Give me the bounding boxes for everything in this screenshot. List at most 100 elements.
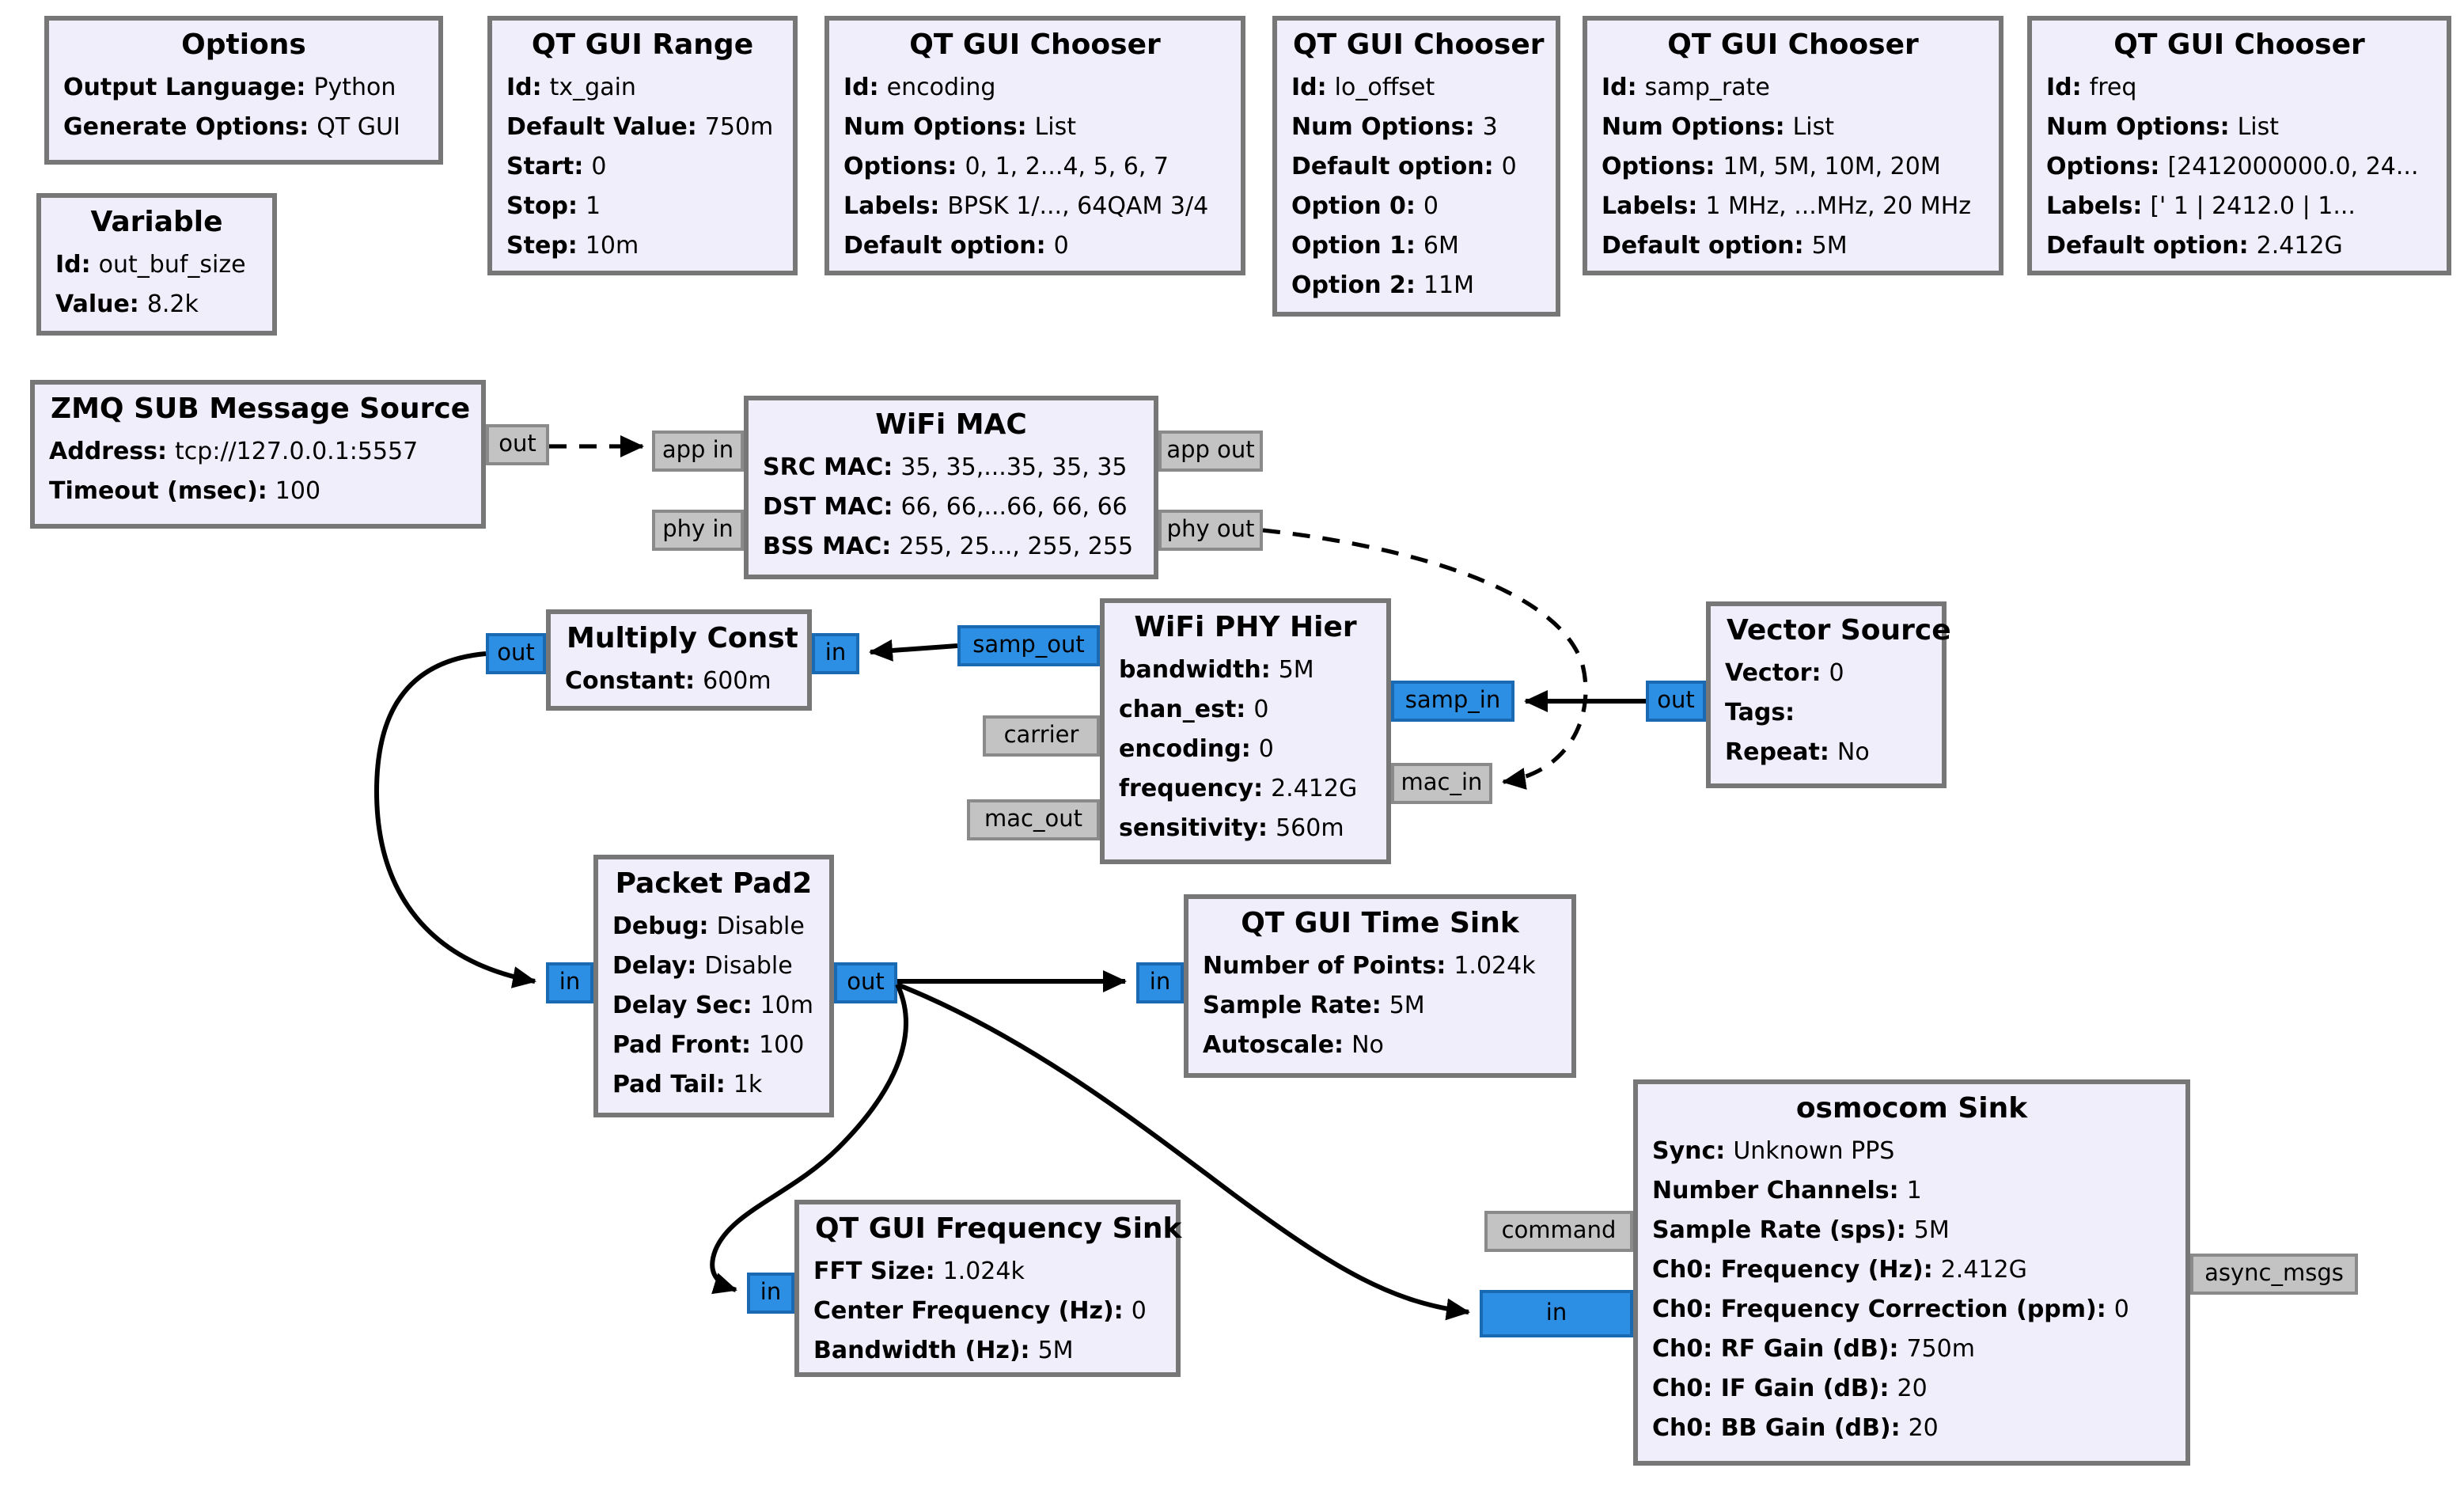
port-packet-pad2-out[interactable]: out [834,962,897,1003]
param: Debug:Disable [612,912,805,940]
connection-multiply-const-out-to-packet-pad2-in[interactable] [373,651,536,988]
param: Stop:1 [506,192,601,220]
param: Default option:0 [1291,152,1517,180]
port-packet-pad2-in[interactable]: in [546,962,593,1003]
block-zmq-sub-message-source[interactable]: ZMQ SUB Message Source Address:tcp://127… [30,380,486,529]
block-qt-gui-chooser-samp-rate[interactable]: QT GUI Chooser Id:samp_rate Num Options:… [1583,16,2003,275]
param: Option 1:6M [1291,231,1459,260]
block-title: ZMQ SUB Message Source [51,393,471,426]
port-vector-source-out[interactable]: out [1646,681,1706,722]
param: sensitivity:560m [1119,814,1344,842]
block-title: QT GUI Frequency Sink [815,1212,1182,1246]
block-title: WiFi PHY Hier [1134,611,1357,644]
block-title: osmocom Sink [1795,1092,2028,1125]
connection-packet-pad2-out-to-freq-sink-in[interactable] [710,983,908,1295]
block-title: QT GUI Chooser [2113,28,2365,62]
param: Num Options:3 [1291,112,1498,141]
block-qt-gui-chooser-lo-offset[interactable]: QT GUI Chooser Id:lo_offset Num Options:… [1272,16,1560,317]
param: Pad Tail:1k [612,1070,763,1098]
param: Number Channels:1 [1652,1176,1922,1204]
block-wifi-mac[interactable]: WiFi MAC SRC MAC:35, 35,...35, 35, 35 DS… [744,396,1158,579]
param: FFT Size:1.024k [813,1257,1025,1285]
block-title: Multiply Const [567,622,798,655]
param: Sync:Unknown PPS [1652,1136,1895,1165]
param: Ch0: IF Gain (dB):20 [1652,1374,1928,1402]
block-qt-gui-frequency-sink[interactable]: QT GUI Frequency Sink FFT Size:1.024k Ce… [794,1200,1182,1377]
block-title: WiFi MAC [875,408,1027,442]
block-qt-gui-chooser-freq[interactable]: QT GUI Chooser Id:freq Num Options:List … [2027,16,2451,275]
port-time-sink-in[interactable]: in [1136,962,1184,1003]
block-variable[interactable]: Variable Id:out_buf_size Value:8.2k [36,193,277,336]
param: Pad Front:100 [612,1030,805,1059]
param: chan_est:0 [1119,695,1269,723]
port-multiply-const-out[interactable]: out [486,633,546,674]
port-wifi-mac-app-in[interactable]: app in [652,431,744,472]
param: encoding:0 [1119,734,1274,763]
param: Id:out_buf_size [55,250,246,279]
block-qt-gui-chooser-encoding[interactable]: QT GUI Chooser Id:encoding Num Options:L… [824,16,1245,275]
param: Sample Rate (sps):5M [1652,1216,1950,1244]
port-osmocom-async-msgs[interactable]: async_msgs [2190,1254,2358,1295]
param: Output Language:Python [63,73,396,101]
block-title: Packet Pad2 [615,867,813,901]
param: Default Value:750m [506,112,774,141]
block-title: QT GUI Chooser [1293,28,1545,62]
param: Id:freq [2046,73,2137,101]
param: Delay Sec:10m [612,991,813,1019]
block-multiply-const[interactable]: Multiply Const Constant:600m [546,609,812,711]
param: Generate Options:QT GUI [63,112,400,141]
param: Options:1M, 5M, 10M, 20M [1602,152,1941,180]
port-osmocom-in[interactable]: in [1480,1290,1633,1337]
port-wifi-phy-mac-out[interactable]: mac_out [967,799,1100,840]
param: Repeat:No [1725,738,1870,766]
port-wifi-phy-samp-in[interactable]: samp_in [1391,681,1514,722]
port-osmocom-command[interactable]: command [1484,1211,1633,1252]
param: Labels:1 MHz, ...MHz, 20 MHz [1602,192,1971,220]
block-title: Options [181,28,306,62]
param: frequency:2.412G [1119,774,1358,802]
block-title: QT GUI Time Sink [1241,907,1519,940]
port-freq-sink-in[interactable]: in [747,1273,794,1314]
param: Labels:[' 1 | 2412.0 | 1... [2046,192,2356,220]
block-qt-gui-range[interactable]: QT GUI Range Id:tx_gain Default Value:75… [487,16,798,275]
connection-wifi-phy-samp-out-to-multiply-const-in[interactable] [869,639,958,662]
block-wifi-phy-hier[interactable]: WiFi PHY Hier bandwidth:5M chan_est:0 en… [1100,598,1391,864]
param: Num Options:List [1602,112,1835,141]
param: Ch0: RF Gain (dB):750m [1652,1334,1975,1363]
param: Autoscale:No [1203,1030,1384,1059]
connection-wifi-mac-phy-out-to-wifi-phy-mac-in[interactable] [1262,528,1588,790]
param: Ch0: Frequency Correction (ppm):0 [1652,1295,2129,1323]
block-packet-pad2[interactable]: Packet Pad2 Debug:Disable Delay:Disable … [593,855,834,1117]
param: BSS MAC:255, 25..., 255, 255 [763,532,1134,560]
port-wifi-mac-app-out[interactable]: app out [1158,431,1263,472]
param: Num Options:List [843,112,1077,141]
port-wifi-phy-carrier[interactable]: carrier [983,715,1100,757]
block-title: QT GUI Chooser [1667,28,1919,62]
block-osmocom-sink[interactable]: osmocom Sink Sync:Unknown PPS Number Cha… [1633,1079,2190,1466]
connection-packet-pad2-out-to-osmocom-in[interactable] [896,982,1470,1321]
block-title: Vector Source [1727,614,1951,647]
param: Number of Points:1.024k [1203,951,1536,980]
param: Address:tcp://127.0.0.1:5557 [49,437,419,465]
port-multiply-const-in[interactable]: in [812,633,859,674]
param: Default option:0 [843,231,1069,260]
block-qt-gui-time-sink[interactable]: QT GUI Time Sink Number of Points:1.024k… [1184,894,1576,1078]
port-wifi-phy-mac-in[interactable]: mac_in [1391,763,1492,804]
param: Vector:0 [1725,658,1844,687]
param: Id:lo_offset [1291,73,1435,101]
port-wifi-mac-phy-out[interactable]: phy out [1158,510,1263,551]
param: Id:encoding [843,73,996,101]
port-wifi-phy-samp-out[interactable]: samp_out [957,625,1100,666]
port-zmq-out[interactable]: out [486,424,549,465]
param: Option 0:0 [1291,192,1439,220]
port-wifi-mac-phy-in[interactable]: phy in [652,510,744,551]
block-options[interactable]: Options Output Language:Python Generate … [44,16,443,165]
param: bandwidth:5M [1119,655,1314,684]
param: Options:0, 1, 2...4, 5, 6, 7 [843,152,1169,180]
block-vector-source[interactable]: Vector Source Vector:0 Tags: Repeat:No [1706,601,1951,788]
param: Bandwidth (Hz):5M [813,1336,1074,1364]
block-title: QT GUI Range [531,28,754,62]
param: Num Options:List [2046,112,2280,141]
